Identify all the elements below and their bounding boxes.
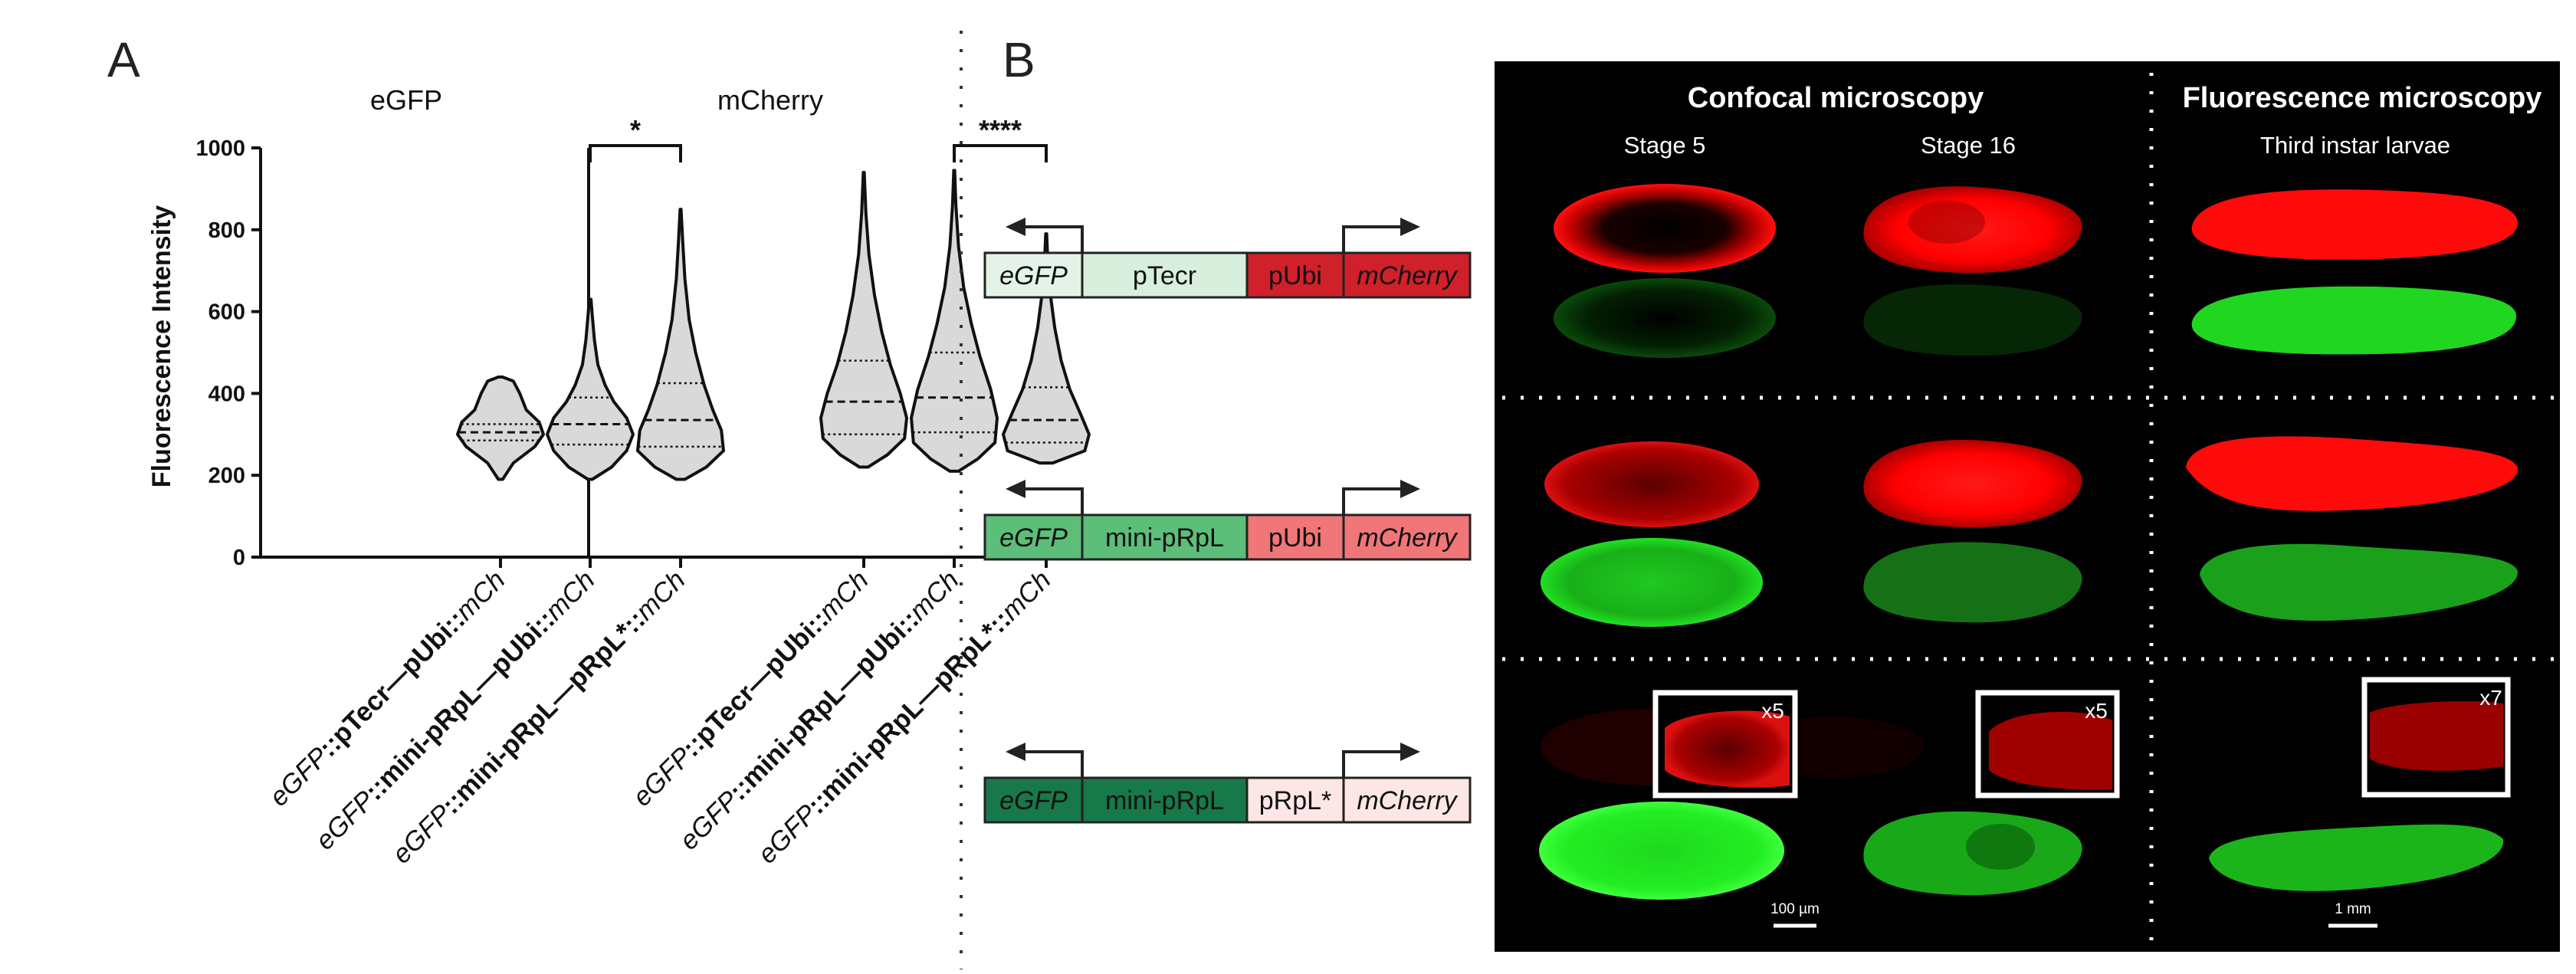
- stage16-green-row1: [1863, 284, 2082, 356]
- scale-bar-label-2: 1 mm: [2335, 901, 2371, 917]
- promoter-arrow-left: [1019, 487, 1084, 515]
- y-tick-label: 200: [208, 464, 245, 488]
- promoter-arrow-left: [1019, 225, 1084, 253]
- y-axis: 0 200 400 600 800 1000: [195, 136, 1088, 570]
- y-tick-label: 600: [208, 300, 245, 325]
- stage16-red-row1: [1863, 186, 2082, 274]
- inset-larvae-body: [2370, 701, 2503, 771]
- promoter-arrow-right: [1342, 750, 1406, 778]
- group-title-egfp: eGFP: [370, 84, 442, 116]
- arrow-head-right: [1400, 480, 1420, 498]
- construct-segment-label: eGFP: [999, 523, 1068, 553]
- inset-stage16-zoom: x5: [2085, 699, 2108, 723]
- construct-segment-label: mCherry: [1357, 523, 1458, 553]
- violin-6: [1002, 232, 1091, 465]
- construct-segment: [1245, 513, 1345, 561]
- construct-1: eGFP pTecr pUbi mCherry: [983, 218, 1472, 299]
- label-third-instar: Third instar larvae: [2260, 132, 2450, 159]
- violin-1: [456, 375, 545, 481]
- y-tick-label: 800: [208, 218, 245, 243]
- construct-segment: [1342, 513, 1472, 561]
- violin-4: [819, 171, 908, 469]
- construct-segment-label: eGFP: [999, 261, 1068, 290]
- label-stage5: Stage 5: [1624, 132, 1706, 159]
- y-tick-label: 0: [233, 546, 245, 570]
- construct-segment: [1245, 251, 1345, 299]
- construct-2: eGFP mini-pRpL pUbi mCherry: [983, 480, 1472, 561]
- promoter-arrow-right: [1342, 487, 1406, 515]
- construct-3: eGFP mini-pRpL pRpL* mCherry: [983, 743, 1472, 824]
- significance-label: *: [630, 114, 641, 146]
- inset-stage5-embryo: [1665, 710, 1790, 788]
- arrow-head-right: [1400, 218, 1420, 236]
- construct-segment-label: mCherry: [1357, 261, 1458, 290]
- construct-segment-label: pUbi: [1268, 523, 1322, 553]
- violin-3: [636, 208, 725, 481]
- construct-segment-label: mCherry: [1357, 786, 1458, 815]
- stage16-red-texture: [1908, 201, 1985, 244]
- significance-label: ****: [979, 114, 1022, 146]
- construct-segment-label: mini-pRpL: [1105, 523, 1224, 553]
- stage16-green-row2: [1863, 542, 2082, 623]
- stage16-green-texture: [1966, 824, 2035, 870]
- y-tick-label: 1000: [195, 136, 245, 161]
- violin-5: [910, 169, 999, 473]
- inset-larvae-zoom: x7: [2479, 686, 2502, 710]
- arrow-head-right: [1400, 743, 1420, 761]
- construct-segment: [1245, 776, 1345, 824]
- construct-segment-label: eGFP: [999, 786, 1068, 815]
- y-axis-label: Fluorescence Intensity: [147, 205, 176, 488]
- label-stage16: Stage 16: [1921, 132, 2016, 159]
- stage5-green-row2: [1541, 538, 1763, 627]
- heading-fluorescence: Fluorescence microscopy: [2183, 82, 2542, 114]
- construct-segment: [983, 251, 1084, 299]
- arrow-head-left: [1006, 218, 1025, 236]
- y-tick-label: 400: [208, 382, 245, 406]
- construct-segment: [1081, 251, 1249, 299]
- larvae-red-row2: [2186, 436, 2519, 511]
- construct-segment: [1081, 513, 1249, 561]
- construct-segment-label: mini-pRpL: [1105, 786, 1224, 815]
- construct-segment: [1342, 251, 1472, 299]
- violins: [456, 169, 1091, 481]
- scale-bar-label-1: 100 µm: [1770, 901, 1820, 917]
- promoter-arrow-right: [1342, 225, 1406, 253]
- construct-segment: [983, 776, 1084, 824]
- significance-bracket: [953, 144, 1048, 162]
- construct-diagrams: eGFP pTecr pUbi mCherry eGFP mini-pRpL pUbi mCh…: [983, 218, 1472, 824]
- group-title-mcherry: mCherry: [717, 84, 823, 116]
- inset-stage5-zoom: x5: [1761, 699, 1784, 723]
- heading-confocal: Confocal microscopy: [1688, 82, 1984, 114]
- panel-b: B eGFP pTecr pUbi mCherry eGFP mini-pRpL pUbi m…: [983, 32, 2560, 952]
- stage5-green-row3: [1539, 802, 1784, 900]
- larvae-green-row1: [2191, 286, 2517, 355]
- stage5-green-row1: [1554, 278, 1776, 358]
- larvae-green-row3: [2209, 824, 2504, 891]
- significance-brackets: *****: [589, 114, 1048, 162]
- inset-stage16-embryo: [1989, 711, 2112, 790]
- panel-b-letter: B: [1003, 32, 1035, 87]
- stage5-red-row1: [1554, 184, 1776, 273]
- significance-bracket: [589, 144, 682, 162]
- construct-segment-label: pRpL*: [1259, 786, 1332, 815]
- arrow-head-left: [1006, 480, 1025, 498]
- construct-segment: [1342, 776, 1472, 824]
- panel-a-letter: A: [107, 32, 140, 87]
- construct-segment-label: pUbi: [1268, 261, 1322, 290]
- larvae-red-row1: [2191, 189, 2519, 260]
- stage5-red-row2: [1544, 441, 1759, 527]
- stage16-red-row2: [1863, 439, 2082, 528]
- panel-a-violin-chart: A eGFP mCherry Fluorescence Intensity 0 2…: [107, 32, 1091, 869]
- x-axis-labels: eGFP::pTecr—pUbi::mCheGFP::mini-pRpL—pUb…: [264, 565, 1057, 869]
- construct-segment-label: pTecr: [1133, 261, 1196, 290]
- larvae-green-row2: [2200, 543, 2519, 621]
- violin-2: [546, 297, 635, 481]
- arrow-head-left: [1006, 743, 1025, 761]
- construct-segment: [1081, 776, 1249, 824]
- promoter-arrow-left: [1019, 750, 1084, 778]
